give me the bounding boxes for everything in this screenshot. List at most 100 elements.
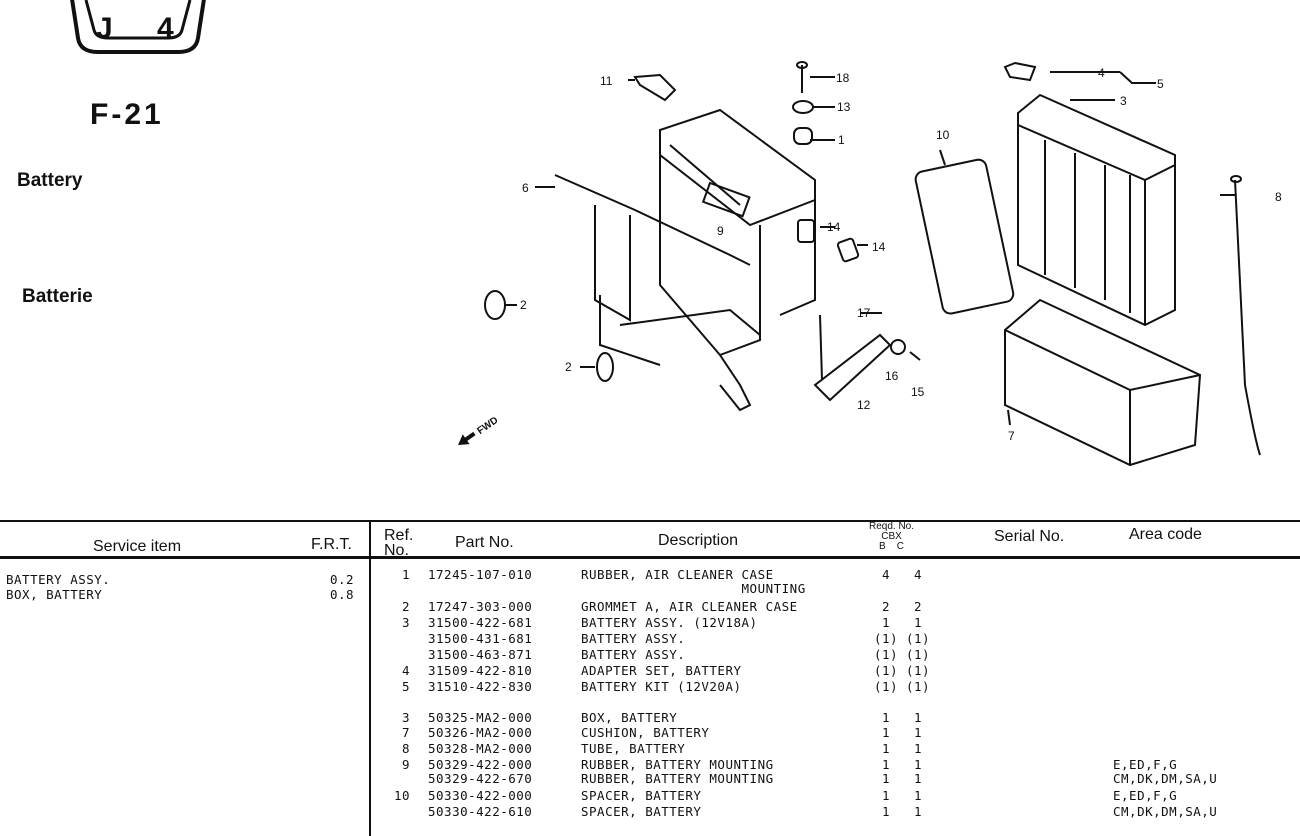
frt-header: F.R.T. <box>311 536 352 553</box>
qty-c-cell: 1 <box>913 741 923 756</box>
service-row: BOX, BATTERY <box>6 587 103 602</box>
qty-b-cell: (1) <box>873 647 899 662</box>
callout: 4 <box>1098 66 1105 80</box>
callout: 2 <box>520 298 527 312</box>
callout: 1 <box>838 133 845 147</box>
callout: 5 <box>1157 77 1164 91</box>
section-badge-label: J 4 <box>96 12 192 45</box>
description-cell: RUBBER, BATTERY MOUNTING <box>581 771 774 786</box>
part-no-cell: 31500-463-871 <box>428 647 533 662</box>
qty-b-cell: 1 <box>881 757 891 772</box>
title-french: Batterie <box>22 286 93 307</box>
qty-c-cell: 1 <box>913 615 923 630</box>
callout: 7 <box>1008 429 1015 443</box>
description-cell: BATTERY ASSY. (12V18A) <box>581 615 758 630</box>
qty-c-cell: 1 <box>913 725 923 740</box>
description-cell: SPACER, BATTERY <box>581 788 702 803</box>
table-header-rule <box>0 556 1300 559</box>
description-cell: SPACER, BATTERY <box>581 804 702 819</box>
part-no-cell: 50326-MA2-000 <box>428 725 533 740</box>
qty-b-cell: 1 <box>881 771 891 786</box>
table-divider <box>369 520 371 836</box>
description-header: Description <box>658 532 739 549</box>
callout: 14 <box>872 240 886 254</box>
exploded-parts-diagram: FWD 1 2 2 3 4 5 6 7 8 9 10 11 12 13 14 1… <box>458 61 1282 467</box>
area-code-cell: CM,DK,DM,SA,U <box>1113 804 1218 819</box>
callout: 12 <box>857 398 871 412</box>
callout: 17 <box>857 306 871 320</box>
description-cell: RUBBER, AIR CLEANER CASE <box>581 567 774 582</box>
part-no-cell: 50330-422-610 <box>428 804 533 819</box>
part-no-cell: 50329-422-670 <box>428 771 533 786</box>
figure-code: F-21 <box>90 98 164 131</box>
area-code-cell: E,ED,F,G <box>1113 788 1178 803</box>
qty-c-cell: 1 <box>913 804 923 819</box>
part-no-cell: 31500-431-681 <box>428 631 533 646</box>
qty-c-cell: 1 <box>913 757 923 772</box>
grommet-2b <box>596 352 614 382</box>
serial-no-header: Serial No. <box>994 528 1065 545</box>
qty-c-cell: (1) <box>905 647 931 662</box>
qty-c-cell: 2 <box>913 599 923 614</box>
callout: 16 <box>885 369 899 383</box>
qty-b-cell: 1 <box>881 615 891 630</box>
qty-b-cell: 4 <box>881 567 891 582</box>
battery-holder-frame <box>554 108 816 412</box>
title-english: Battery <box>17 170 83 191</box>
part-no-cell: 31500-422-681 <box>428 615 533 630</box>
callout: 10 <box>936 128 950 142</box>
part-no-cell: 31510-422-830 <box>428 679 533 694</box>
qty-c-cell: 4 <box>913 567 923 582</box>
qty-c-cell: (1) <box>905 679 931 694</box>
callout: 15 <box>911 385 925 399</box>
service-row-frt: 0.8 <box>330 587 355 602</box>
part-no-cell: 50325-MA2-000 <box>428 710 533 725</box>
ref-cell: 1 <box>401 567 410 582</box>
part-no-cell: 50328-MA2-000 <box>428 741 533 756</box>
ref-cell: 9 <box>401 757 410 772</box>
qty-c-cell: 1 <box>913 710 923 725</box>
qty-c-cell: (1) <box>905 631 931 646</box>
ref-no-header: Ref. No. <box>384 527 414 559</box>
table-top-rule <box>0 520 1300 522</box>
qty-b-cell: 2 <box>881 599 891 614</box>
ref-cell: 5 <box>401 679 410 694</box>
callout: 6 <box>522 181 529 195</box>
qty-b-cell: 1 <box>881 725 891 740</box>
qty-b-cell: 1 <box>881 788 891 803</box>
qty-b-cell: 1 <box>881 710 891 725</box>
ref-cell: 3 <box>401 710 410 725</box>
area-code-cell: CM,DK,DM,SA,U <box>1113 771 1218 786</box>
ref-cell: 3 <box>401 615 410 630</box>
section-badge-outline <box>70 0 206 54</box>
service-row-frt: 0.2 <box>330 572 355 587</box>
qty-c-cell: (1) <box>905 663 931 678</box>
part-no-cell: 31509-422-810 <box>428 663 533 678</box>
description-cell: TUBE, BATTERY <box>581 741 686 756</box>
qty-c-cell: 1 <box>913 788 923 803</box>
ref-cell: 4 <box>401 663 410 678</box>
fwd-arrow-icon: FWD <box>458 415 500 445</box>
callout: 14 <box>827 220 841 234</box>
qty-b-cell: 1 <box>881 804 891 819</box>
callout: 11 <box>600 74 613 88</box>
description-cell: BATTERY ASSY. <box>581 647 686 662</box>
part-no-cell: 50330-422-000 <box>428 788 533 803</box>
grommet-2a <box>484 290 506 320</box>
callout: 3 <box>1120 94 1127 108</box>
description-cell: BATTERY KIT (12V20A) <box>581 679 742 694</box>
callout: 2 <box>565 360 572 374</box>
callout-labels: 1 2 2 3 4 5 6 7 8 9 10 11 12 13 14 14 15… <box>520 66 1282 443</box>
part-no-header: Part No. <box>455 534 514 551</box>
area-code-cell: E,ED,F,G <box>1113 757 1178 772</box>
description-cell: RUBBER, BATTERY MOUNTING <box>581 757 774 772</box>
description-cell: BATTERY ASSY. <box>581 631 686 646</box>
qty-c-cell: 1 <box>913 771 923 786</box>
callout: 13 <box>837 100 851 114</box>
description-cell: GROMMET A, AIR CLEANER CASE <box>581 599 798 614</box>
description-cell: CUSHION, BATTERY <box>581 725 710 740</box>
description-cell: MOUNTING <box>581 581 806 596</box>
ref-cell: 10 <box>393 788 410 803</box>
description-cell: BOX, BATTERY <box>581 710 678 725</box>
qty-b-cell: (1) <box>873 663 899 678</box>
